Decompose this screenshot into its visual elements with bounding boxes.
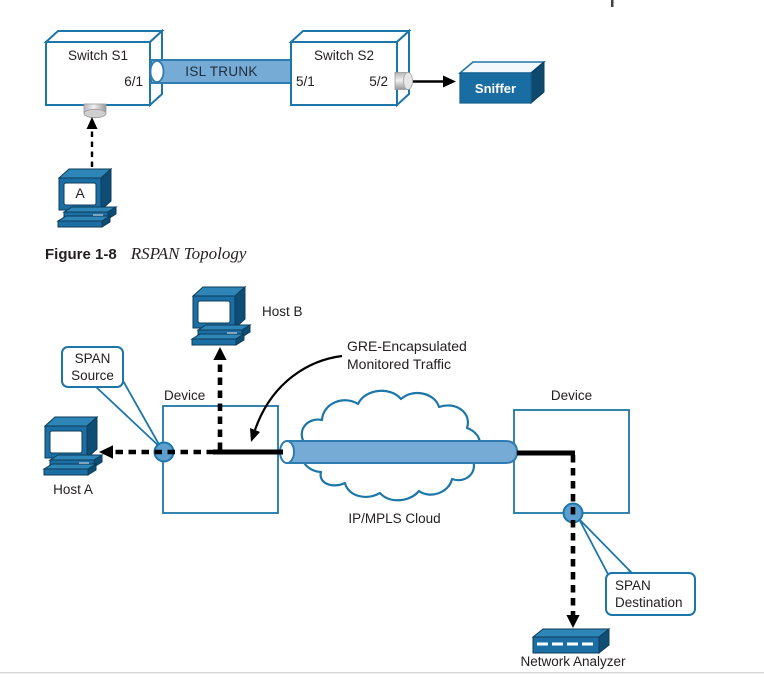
switch-s2-port-right-label: 5/2 xyxy=(369,74,388,89)
gre-tunnel-pipe xyxy=(286,440,519,464)
cylinder-port-icon-s1 xyxy=(83,103,107,119)
span-source-callout: SPAN Source xyxy=(61,346,124,388)
isl-trunk-label: ISL TRUNK xyxy=(185,64,258,79)
sniffer-label: Sniffer xyxy=(474,80,517,96)
span-destination-callout-tail xyxy=(578,518,633,578)
device-left-label: Device xyxy=(164,388,206,403)
switch-s2-port-left-label: 5/1 xyxy=(296,74,315,89)
cylinder-port-icon-s2 xyxy=(394,72,413,90)
host-a-label: Host A xyxy=(53,482,93,497)
dashed-arrow-to-analyzer xyxy=(566,455,580,628)
dashed-arrow-to-host-b xyxy=(213,347,227,450)
switch-s1-top-face xyxy=(43,30,165,43)
span-destination-line1: SPAN xyxy=(615,577,651,593)
span-destination-line2: Destination xyxy=(615,595,683,610)
figure-number: Figure 1-8 xyxy=(45,246,117,263)
switch-s1-shape xyxy=(43,28,165,108)
cloud-label: IP/MPLS Cloud xyxy=(348,511,441,526)
switch-s2-label: Switch S2 xyxy=(313,48,375,63)
switch-s1-label: Switch S1 xyxy=(67,48,129,63)
page-edge-line xyxy=(0,672,764,674)
computer-3d-icon-host-b xyxy=(191,286,251,346)
switch-s2-right-face xyxy=(396,28,410,108)
page-artifact-mark xyxy=(611,0,614,7)
gre-note: GRE-Encapsulated Monitored Traffic xyxy=(347,338,467,373)
host-a-screen-letter: A xyxy=(75,185,85,201)
network-analyzer-label: Network Analyzer xyxy=(520,654,626,669)
computer-3d-icon-host-a xyxy=(43,416,103,476)
figure-caption: Figure 1-8 RSPAN Topology xyxy=(45,244,246,264)
gre-note-line1: GRE-Encapsulated xyxy=(347,338,467,354)
figure-title: RSPAN Topology xyxy=(130,244,247,263)
host-b-label: Host B xyxy=(262,304,303,319)
span-source-line1: SPAN xyxy=(74,350,111,366)
gre-note-arrow xyxy=(250,354,343,442)
span-destination-callout: SPAN Destination xyxy=(605,572,696,616)
sniffer-front-face xyxy=(459,72,532,104)
switch-s2-front-face xyxy=(290,41,398,106)
flat-device-3d-icon-analyzer xyxy=(531,627,611,655)
arrow-to-sniffer xyxy=(413,75,456,88)
switch-s2-shape xyxy=(288,28,412,108)
box-3d-icon-sniffer xyxy=(457,60,547,105)
dashed-arrow-to-host-a xyxy=(99,445,214,459)
span-source-callout-tail xyxy=(93,377,162,449)
device-right-label: Device xyxy=(550,388,593,403)
span-source-line2: Source xyxy=(71,368,114,383)
sniffer-top-face xyxy=(457,61,547,74)
switch-s2-top-face xyxy=(288,30,412,43)
trunk-port-opening xyxy=(149,60,165,83)
switch-s1-port-label: 6/1 xyxy=(124,74,143,89)
dashed-arrow-host-a-to-switch xyxy=(86,117,98,167)
gre-note-line2: Monitored Traffic xyxy=(347,355,452,372)
